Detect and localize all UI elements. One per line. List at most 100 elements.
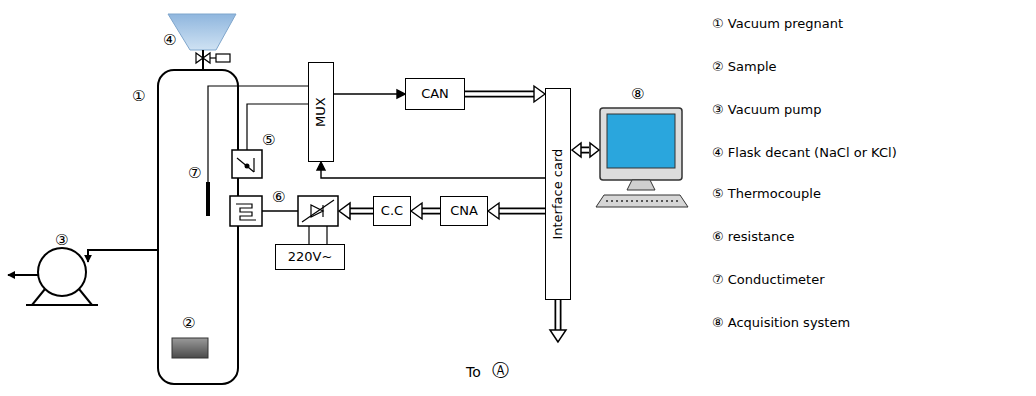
legend-line: ⑧ Acquisition system — [712, 312, 850, 331]
hollow-arrow — [349, 209, 374, 213]
box-label: 220V~ — [288, 250, 333, 264]
arrow-shaft — [334, 93, 397, 94]
thermocouple-junction — [237, 158, 254, 172]
destination-label: Ⓐ — [492, 359, 509, 382]
destination-label: To — [466, 364, 481, 380]
mains-box: 220V~ — [275, 244, 345, 270]
data-bus-arrow — [411, 203, 440, 219]
keyboard — [596, 195, 688, 207]
legend-line: ③ Vacuum pump — [712, 99, 821, 118]
mains-wire — [308, 226, 309, 244]
legend-line: ④ Flask decant (NaCl or KCl) — [712, 145, 897, 160]
hollow-arrow — [556, 299, 560, 331]
callout-number: ② — [182, 314, 195, 332]
callout-number: ⑧ — [631, 85, 644, 103]
hollow-arrow-head — [339, 203, 350, 219]
box-label: Interface card — [551, 149, 565, 240]
signal-wire — [208, 86, 308, 182]
diode-symbol — [311, 205, 323, 217]
solenoid — [216, 54, 230, 62]
arrow-head — [488, 203, 499, 219]
callout-number: ⑦ — [188, 163, 201, 182]
flask-decant — [168, 14, 236, 50]
multiplexer-box: MUX — [308, 62, 334, 162]
resistance — [230, 196, 262, 226]
legend-line: ① Vacuum pregnant — [712, 13, 843, 32]
legend-line: ⑦ Conductimeter — [712, 269, 825, 288]
callout-number: ④ — [163, 31, 176, 49]
power-wire — [262, 210, 298, 212]
hollow-arrow-head — [550, 330, 566, 342]
converter-box: CNA — [440, 196, 488, 226]
thermocouple-lead — [253, 158, 254, 172]
arrow-shaft — [465, 92, 534, 96]
rectifier-slash — [302, 200, 334, 222]
legend-line: ③ Vacuum pump — [712, 102, 821, 117]
callout-number: ⑥ — [272, 188, 285, 206]
callout-number: ⑥ — [272, 187, 285, 206]
keyboard-keys — [606, 200, 678, 202]
diode-bar — [322, 205, 323, 217]
hollow-arrow — [555, 300, 562, 330]
thermocouple-dot — [245, 164, 250, 169]
vacuum-pump — [38, 248, 86, 296]
valve — [196, 53, 210, 63]
legend-line: ⑥ resistance — [712, 229, 794, 244]
mains-wire — [326, 226, 327, 244]
conductimeter-probe — [206, 182, 210, 216]
legend-line: ⑤ Thermocouple — [712, 183, 821, 202]
box-label: CAN — [421, 87, 449, 101]
current-control-box: C.C — [373, 196, 411, 226]
arrow-shaft — [465, 91, 534, 98]
legend-line: ⑦ Conductimeter — [712, 272, 825, 287]
signal-arrow — [334, 90, 405, 98]
hollow-arrow-head — [572, 143, 581, 157]
screen — [607, 114, 675, 168]
callout-number: ④ — [163, 30, 176, 49]
callout-number: ⑧ — [631, 84, 644, 103]
legend-line: ② Sample — [712, 59, 777, 74]
exhaust-arrow — [8, 274, 38, 276]
flask-stem — [202, 50, 204, 70]
arrow-head — [317, 162, 325, 170]
pump-leg — [32, 289, 45, 305]
arrow-shaft — [422, 209, 440, 213]
hollow-arrow — [350, 208, 373, 215]
heating-coil — [236, 204, 256, 220]
callout-number: ⑦ — [188, 164, 201, 182]
arrow-shaft — [321, 170, 545, 178]
signal-wire — [247, 104, 308, 150]
destination-label: Ⓐ — [492, 360, 509, 380]
hollow-arrow — [581, 147, 589, 154]
destination-label: To — [466, 362, 481, 381]
arrow-shaft — [499, 209, 545, 213]
sample — [172, 338, 208, 358]
thermocouple — [232, 150, 262, 178]
rectifier — [298, 196, 338, 226]
pump-leg — [79, 289, 92, 305]
box-label: CNA — [450, 204, 478, 218]
callout-number: ③ — [55, 230, 68, 249]
legend-line: ⑤ Thermocouple — [712, 186, 821, 201]
valve-wire — [210, 57, 216, 58]
arrow-shaft — [422, 208, 440, 215]
vessel — [158, 70, 238, 384]
data-bus-arrow — [488, 203, 545, 219]
monitor — [600, 108, 682, 180]
callout-number: ⑤ — [262, 131, 275, 149]
legend-line: ④ Flask decant (NaCl or KCl) — [712, 142, 897, 161]
legend-line: ② Sample — [712, 56, 777, 75]
signal-arrow — [317, 162, 545, 178]
arrow-head — [534, 86, 545, 102]
legend-line: ⑥ resistance — [712, 226, 794, 245]
callout-number: ⑤ — [262, 130, 275, 149]
hollow-arrow-head — [590, 143, 599, 157]
interface-card: Interface card — [545, 88, 571, 300]
legend-line: ① Vacuum pregnant — [712, 16, 843, 31]
box-label: C.C — [381, 204, 403, 218]
legend-line: ⑧ Acquisition system — [712, 315, 850, 330]
box-label: MUX — [314, 97, 328, 127]
callout-number: ① — [132, 86, 145, 105]
vacuum-line — [88, 250, 158, 262]
